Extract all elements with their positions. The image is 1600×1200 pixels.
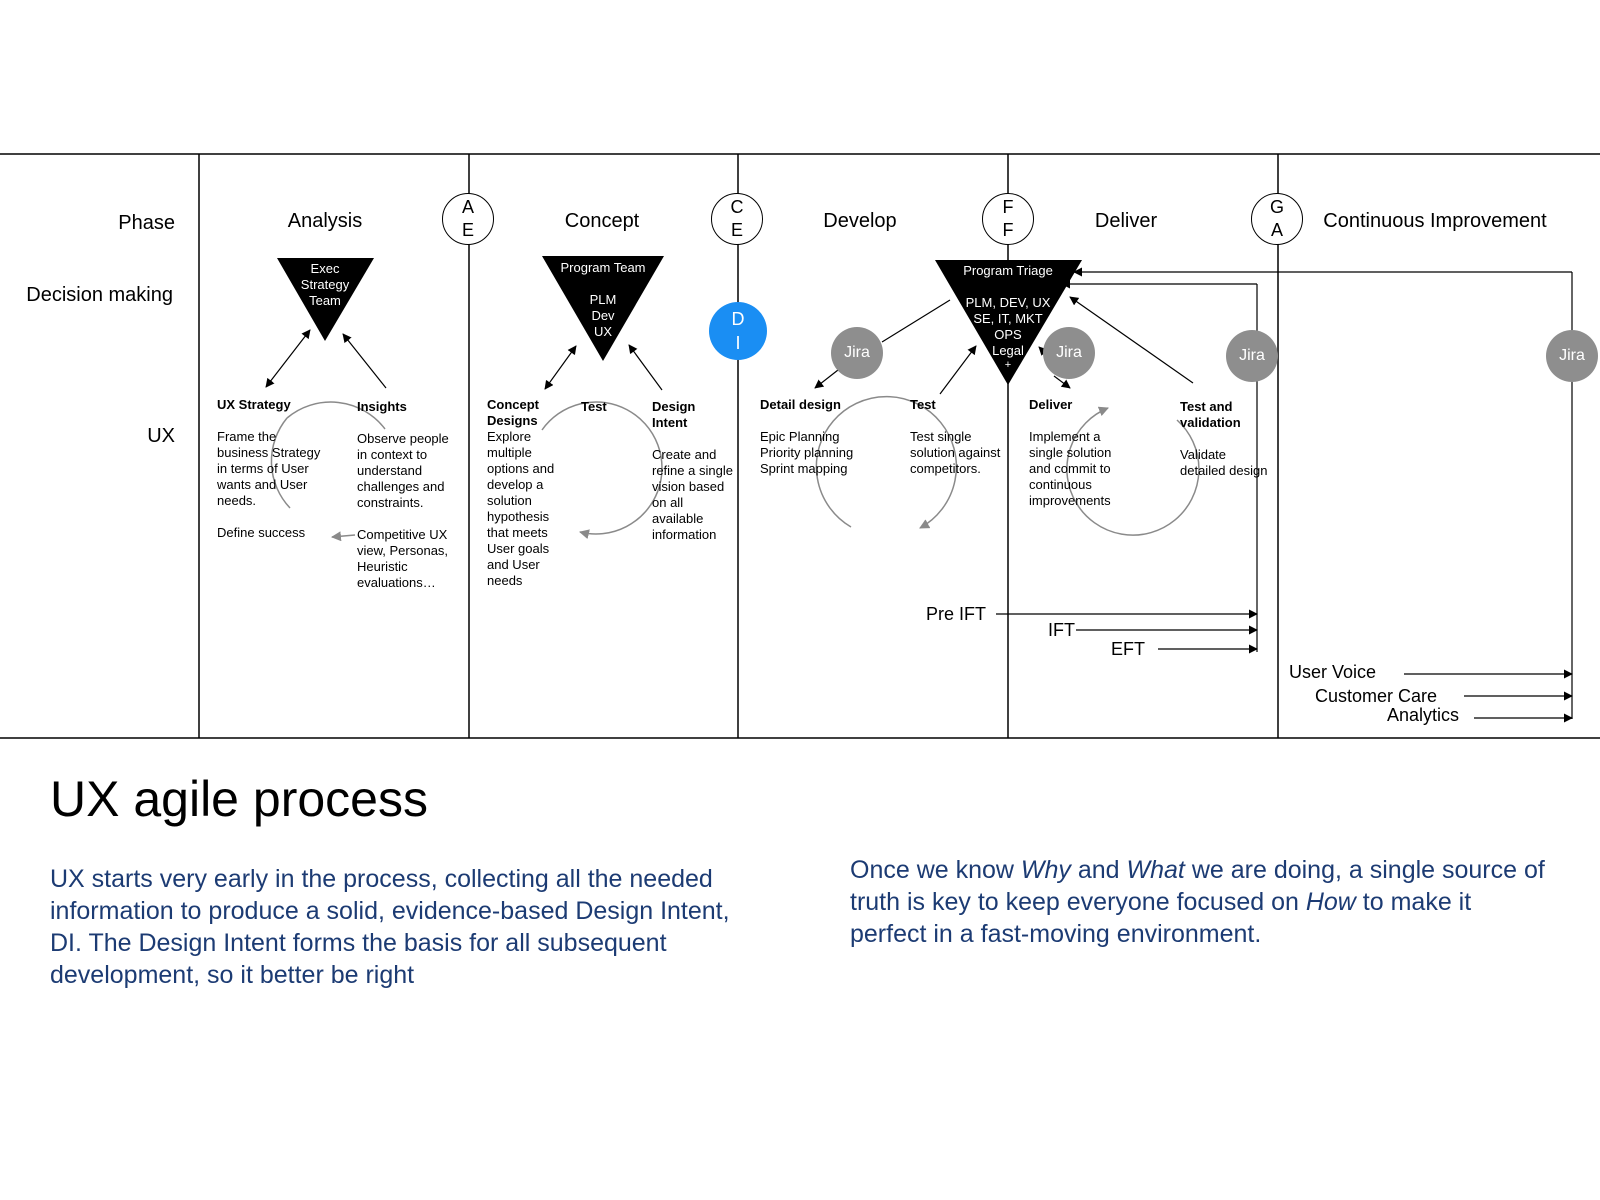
test-validation-body: Validate detailed design: [1180, 447, 1268, 478]
insights-body: Observe people in context to understand …: [357, 431, 449, 510]
detail-design-title: Detail design: [760, 397, 841, 412]
program-team-triangle: [542, 256, 664, 361]
concept-cycle-arc: [541, 401, 663, 540]
phase-analysis: Analysis: [287, 210, 363, 232]
body-text-left: UX starts very early in the process, col…: [50, 865, 730, 989]
deliver-body: Implement a single solution and commit t…: [1029, 429, 1112, 508]
exec-strategy-label: Exec Strategy Team: [300, 261, 350, 308]
phase-row-label: Phase: [118, 212, 175, 234]
insights-block: Insights Observe people in context to un…: [357, 399, 461, 591]
decision-row-label: Decision making: [26, 284, 173, 306]
develop-cycle-arc: [815, 395, 958, 529]
design-intent-body: Create and refine a single vision based …: [652, 447, 733, 542]
develop-test-block: Test Test single solution against compet…: [910, 397, 1008, 477]
deliver-cycle-arc: [1066, 406, 1200, 536]
emphasis-why: Why: [1020, 856, 1071, 884]
eft-label: EFT: [1111, 639, 1145, 659]
jira-badge-deliver: Jira: [1043, 327, 1095, 379]
jira-badge-feedback: Jira: [1226, 330, 1278, 382]
emphasis-what: What: [1126, 856, 1185, 884]
analytics-label: Analytics: [1387, 705, 1460, 725]
concept-test-block: Test: [581, 399, 641, 415]
ux-strategy-body: Frame the business Strategy in terms of …: [217, 429, 321, 508]
insights-extra: Competitive UX view, Personas, Heuristic…: [357, 527, 449, 590]
deliver-title: Deliver: [1029, 397, 1073, 412]
insights-title: Insights: [357, 399, 407, 414]
design-intent-title: Design Intent: [652, 399, 696, 430]
test-validation-title: Test and validation: [1180, 399, 1241, 430]
jira-badge-develop: Jira: [831, 327, 883, 379]
detail-design-block: Detail design Epic Planning Priority pla…: [760, 397, 865, 477]
ux-row-label: UX: [147, 425, 175, 447]
phase-develop: Develop: [823, 210, 897, 232]
program-triage-label: Program Triage PLM, DEV, UX SE, IT, MKT …: [963, 263, 1053, 371]
analysis-cycle-arc: [286, 401, 386, 430]
concept-designs-block: Concept Designs Explore multiple options…: [487, 397, 569, 589]
phase-concept: Concept: [564, 210, 640, 232]
phase-continuous-improvement: Continuous Improvement: [1323, 210, 1547, 232]
detail-design-body: Epic Planning Priority planning Sprint m…: [760, 429, 854, 476]
pre-ift-label: Pre IFT: [926, 604, 987, 624]
exec-strategy-triangle: [277, 258, 374, 341]
develop-test-title: Test: [910, 397, 936, 412]
program-triage-triangle: [935, 260, 1082, 385]
program-team-label: Program Team PLM Dev UX: [560, 260, 646, 339]
customer-care-label: Customer Care: [1315, 686, 1438, 706]
user-voice-label: User Voice: [1289, 662, 1377, 682]
body-text-right: Once we know Why and What we are doing, …: [850, 856, 1545, 948]
ux-strategy-title: UX Strategy: [217, 397, 291, 412]
jira-badge-continuous: Jira: [1546, 330, 1598, 382]
design-intent-block: Design Intent Create and refine a single…: [652, 399, 734, 543]
concept-designs-body: Explore multiple options and develop a s…: [487, 429, 555, 588]
ift-label: IFT: [1048, 620, 1075, 640]
concept-test-title: Test: [581, 399, 607, 414]
develop-test-body: Test single solution against competitors…: [910, 429, 1001, 476]
slide-title: UX agile process: [50, 771, 428, 827]
concept-designs-title: Concept Designs: [487, 397, 539, 428]
test-validation-block: Test and validation Validate detailed de…: [1180, 399, 1275, 479]
ux-strategy-extra: Define success: [217, 525, 306, 540]
deliver-block: Deliver Implement a single solution and …: [1029, 397, 1125, 509]
emphasis-how: How: [1305, 888, 1356, 916]
phase-deliver: Deliver: [1094, 210, 1158, 232]
ux-strategy-block: UX Strategy Frame the business Strategy …: [217, 397, 325, 541]
